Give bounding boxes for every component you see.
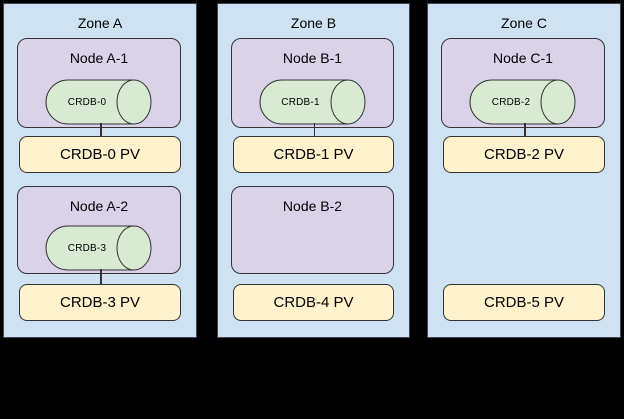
node-label: Node A-2 bbox=[69, 198, 129, 214]
node-a-1: Node A-1 CRDB-0 bbox=[17, 38, 181, 128]
node-label: Node B-2 bbox=[282, 198, 343, 214]
connector-line bbox=[100, 269, 102, 285]
pv-crdb-0: CRDB-0 PV bbox=[19, 136, 181, 173]
pod-crdb-0: CRDB-0 bbox=[45, 79, 153, 125]
connector-line bbox=[313, 123, 315, 137]
pod-label: CRDB-2 bbox=[491, 96, 531, 108]
cylinder-shape bbox=[45, 225, 152, 271]
pod-crdb-3: CRDB-3 bbox=[45, 225, 153, 271]
cylinder-shape bbox=[259, 79, 365, 125]
zone-a: Zone A Node A-1 CRDB-0 CRDB-0 PV Node A-… bbox=[3, 3, 197, 338]
zone-b: Zone B Node B-1 CRDB-1 CRDB-1 PV Node B-… bbox=[217, 3, 410, 338]
pv-crdb-2: CRDB-2 PV bbox=[443, 136, 605, 173]
zone-c: Zone C Node C-1 CRDB-2 CRDB-2 PV CRDB-5 … bbox=[427, 3, 621, 338]
pv-crdb-5: CRDB-5 PV bbox=[443, 284, 605, 321]
pv-crdb-4: CRDB-4 PV bbox=[233, 284, 394, 321]
pod-label: CRDB-1 bbox=[281, 96, 320, 108]
zone-label: Zone B bbox=[290, 15, 337, 31]
node-c-1: Node C-1 CRDB-2 bbox=[441, 38, 605, 128]
pv-crdb-1: CRDB-1 PV bbox=[233, 136, 394, 173]
pv-crdb-3: CRDB-3 PV bbox=[19, 284, 181, 321]
pod-label: CRDB-3 bbox=[67, 242, 107, 254]
pod-crdb-1: CRDB-1 bbox=[259, 79, 367, 125]
pod-label: CRDB-0 bbox=[67, 96, 107, 108]
cylinder-shape bbox=[469, 79, 576, 125]
node-b-1: Node B-1 CRDB-1 bbox=[231, 38, 394, 128]
node-label: Node C-1 bbox=[493, 50, 553, 66]
node-label: Node B-1 bbox=[282, 50, 343, 66]
connector-line bbox=[524, 123, 526, 137]
connector-line bbox=[100, 123, 102, 137]
zone-label: Zone A bbox=[77, 15, 123, 31]
pod-crdb-2: CRDB-2 bbox=[469, 79, 577, 125]
zone-label: Zone C bbox=[501, 15, 547, 31]
node-b-2: Node B-2 bbox=[231, 186, 394, 274]
node-a-2: Node A-2 CRDB-3 bbox=[17, 186, 181, 274]
cylinder-shape bbox=[45, 79, 152, 125]
node-label: Node A-1 bbox=[69, 50, 129, 66]
